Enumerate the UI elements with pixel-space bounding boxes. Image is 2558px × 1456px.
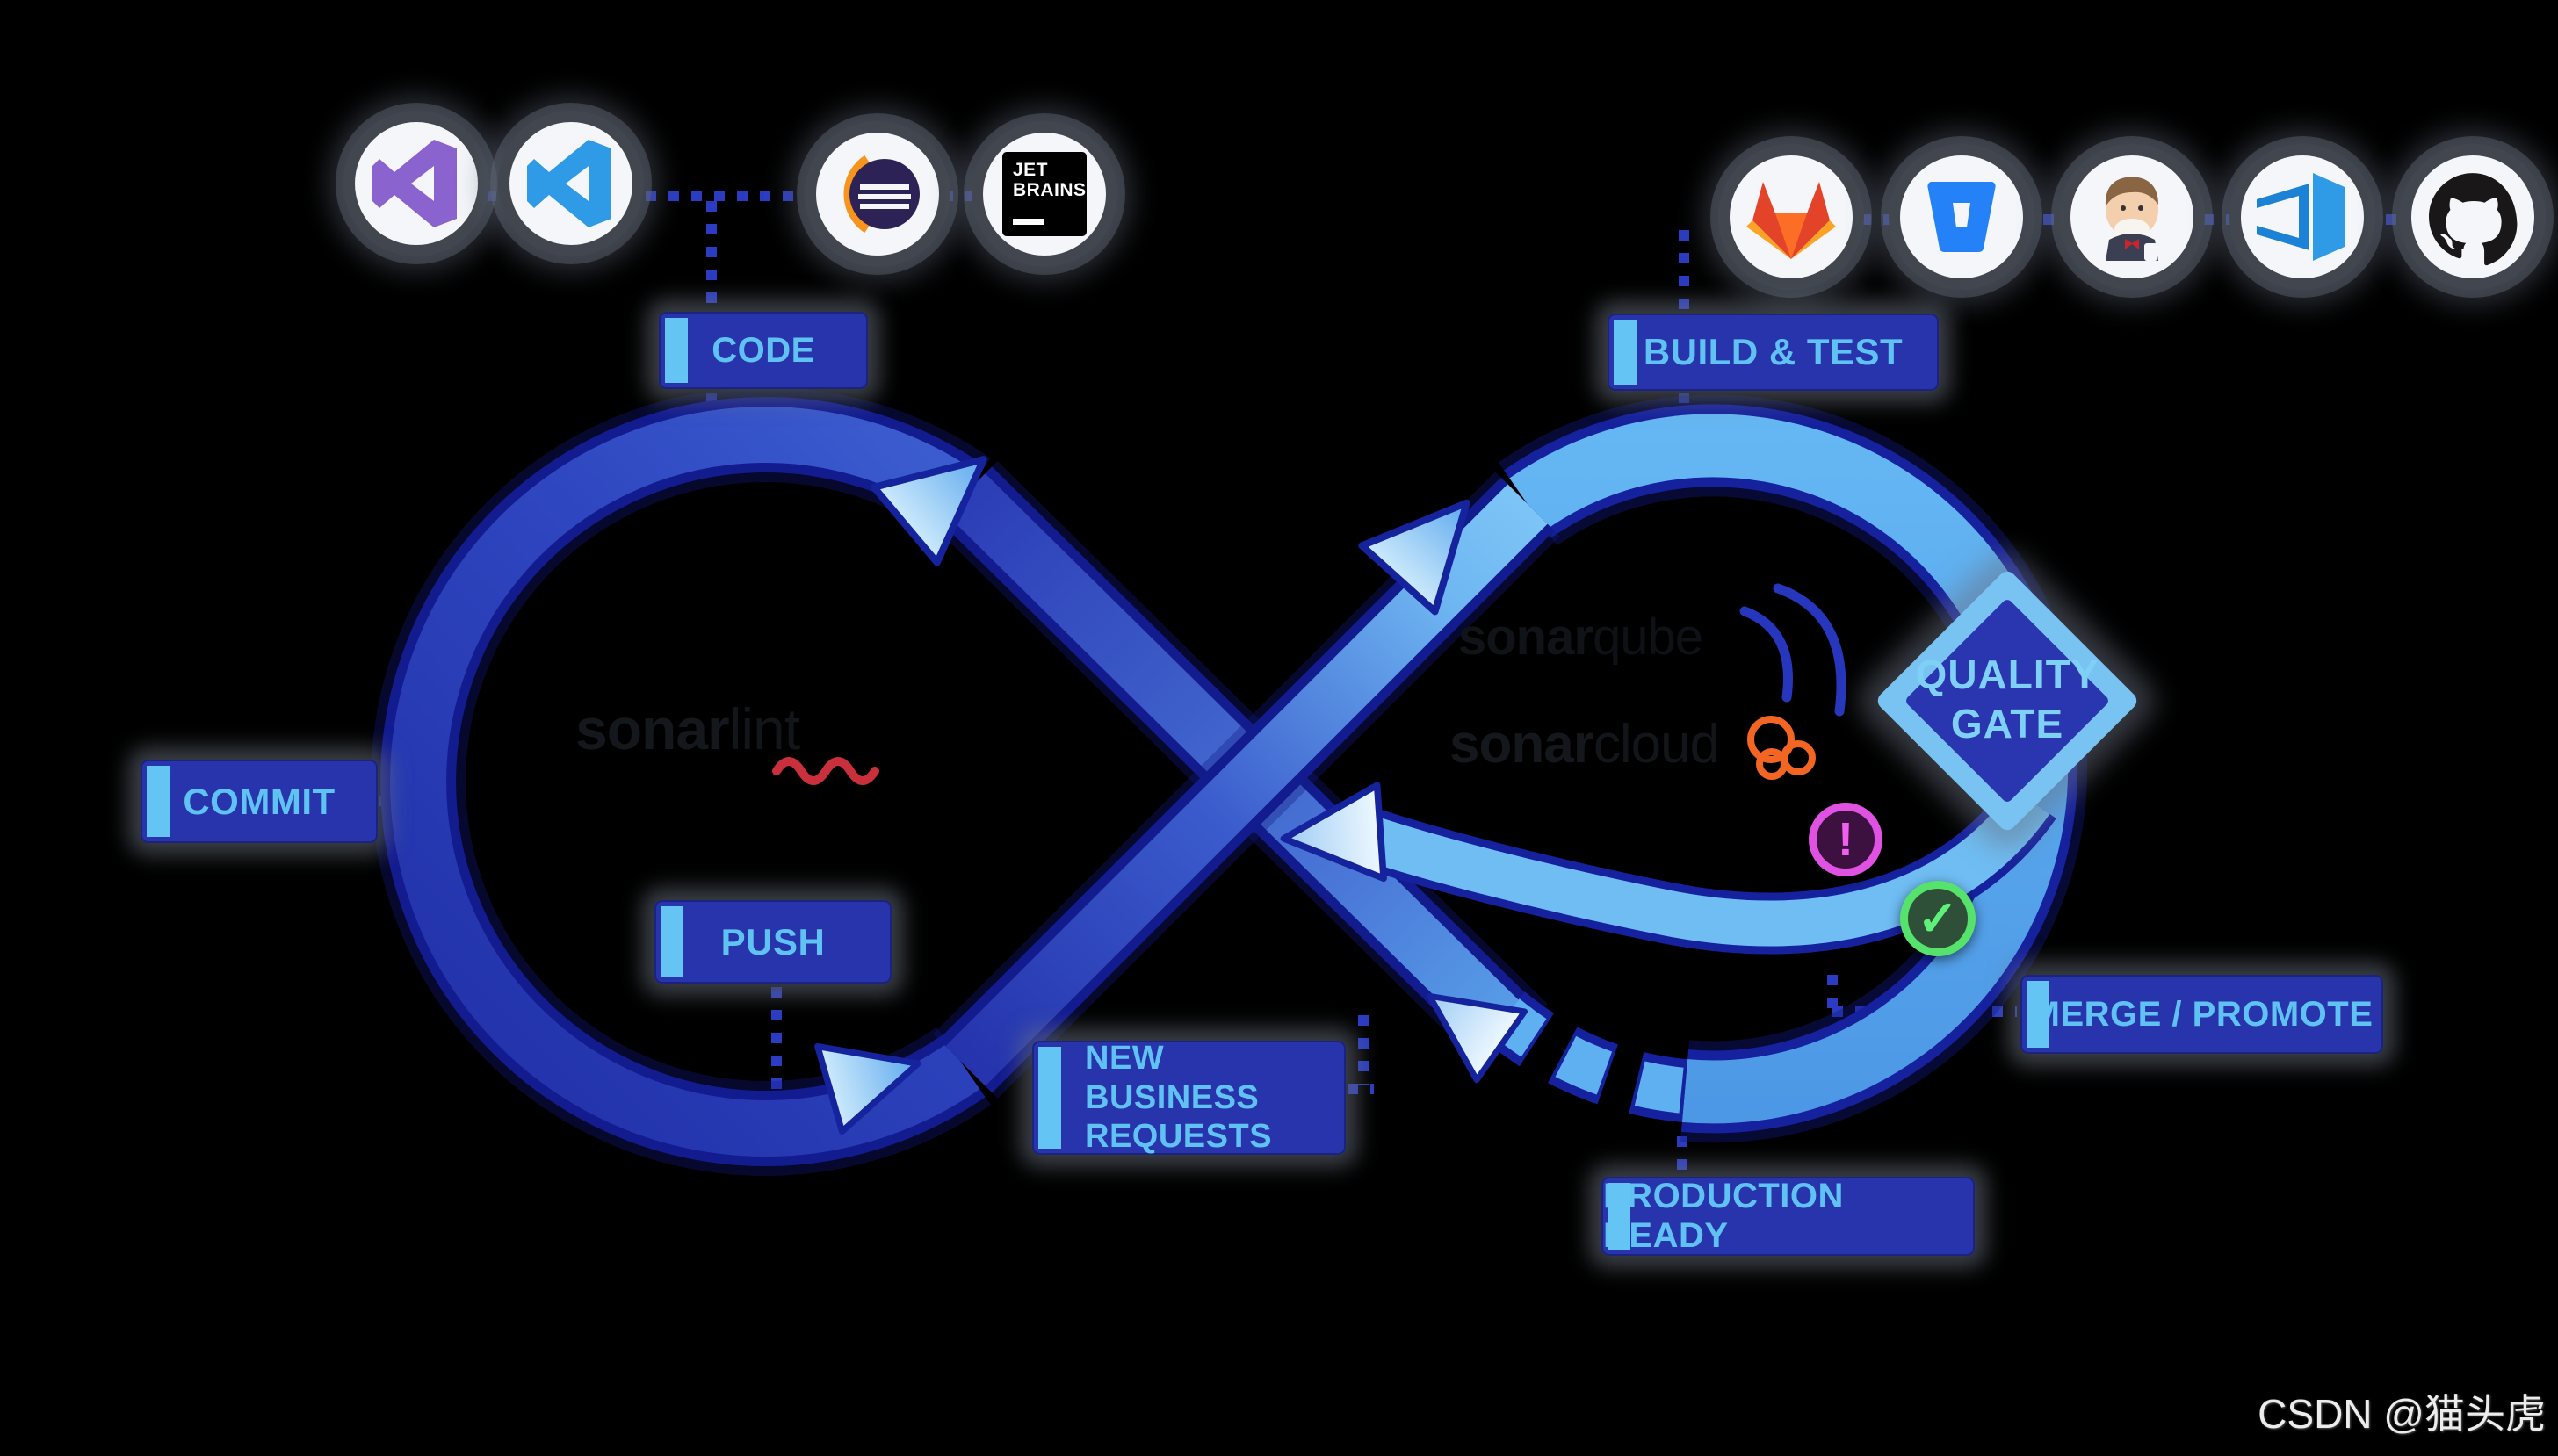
jetbrains-text-line1: JET	[1013, 160, 1049, 180]
gitlab-icon	[1718, 144, 1864, 290]
jetbrains-icon: JET BRAINS	[972, 121, 1117, 267]
arrow-up-right-to-build	[1358, 499, 1470, 616]
node-commit-label: COMMIT	[183, 780, 336, 822]
eclipse-icon	[805, 121, 950, 267]
sonarqube-wordmark: sonarqube	[1458, 609, 1703, 666]
accent-bar	[661, 906, 683, 977]
accent-bar	[665, 318, 688, 383]
sonarcloud-cloud-icon	[1747, 716, 1816, 780]
left-loop-ring	[371, 387, 991, 1176]
node-production-label: PRODUCTION READY	[1603, 1177, 1844, 1255]
node-nbr-label-line1: NEW BUSINESS	[1085, 1039, 1260, 1116]
arrow-right-after-push	[814, 1042, 921, 1135]
vs-code-icon	[498, 111, 644, 256]
node-commit: COMMIT	[141, 760, 378, 843]
accent-bar	[147, 766, 170, 837]
node-code-label: CODE	[712, 330, 815, 370]
quality-gate-return-band	[1353, 782, 2056, 955]
node-merge-promote: MERGE / PROMOTE	[2020, 975, 2383, 1054]
sonarlint-wordmark: sonarlint	[575, 696, 800, 761]
flow-arrowheads	[814, 456, 1528, 1135]
node-production-ready: PRODUCTION READY	[1601, 1177, 1975, 1256]
bitbucket-icon	[1889, 144, 2034, 290]
dashed-loop-segment	[1484, 991, 1688, 1122]
accent-bar	[1614, 320, 1637, 385]
sonarcloud-wordmark: sonarcloud	[1449, 714, 1720, 775]
accent-bar	[1608, 1183, 1630, 1250]
jenkins-icon	[2059, 144, 2205, 290]
jetbrains-text-line2: BRAINS	[1013, 179, 1087, 200]
node-build-test-label: BUILD & TEST	[1643, 331, 1904, 372]
github-icon	[2400, 144, 2546, 290]
node-push: PUSH	[654, 900, 892, 984]
arrow-up-right-left-loop	[870, 456, 987, 566]
accent-bar	[2027, 981, 2049, 1048]
arrow-left-return	[1280, 782, 1387, 883]
node-nbr-label-line2: REQUESTS	[1085, 1118, 1273, 1156]
jetbrains-underscore	[1013, 219, 1044, 225]
node-build-test: BUILD & TEST	[1608, 314, 1939, 391]
quality-gate-pass-icon: ✓	[1900, 881, 1976, 956]
node-new-business-requests: NEW BUSINESS REQUESTS	[1032, 1039, 1346, 1156]
quality-gate-fail-icon: !	[1809, 803, 1882, 876]
arrow-up-left-return	[1427, 992, 1528, 1084]
node-code: CODE	[659, 312, 868, 389]
sonarqube-waves-icon	[1739, 583, 1846, 717]
quality-gate-label: QUALITY GATE	[1915, 652, 2099, 747]
azure-devops-icon	[2229, 144, 2375, 290]
accent-bar	[1038, 1047, 1061, 1149]
visual-studio-icon	[343, 111, 489, 256]
watermark: CSDN @猫头虎	[2258, 1391, 2546, 1437]
node-push-label: PUSH	[720, 920, 826, 962]
node-merge-label: MERGE / PROMOTE	[2030, 994, 2374, 1034]
squiggle-underline-icon	[772, 757, 879, 785]
